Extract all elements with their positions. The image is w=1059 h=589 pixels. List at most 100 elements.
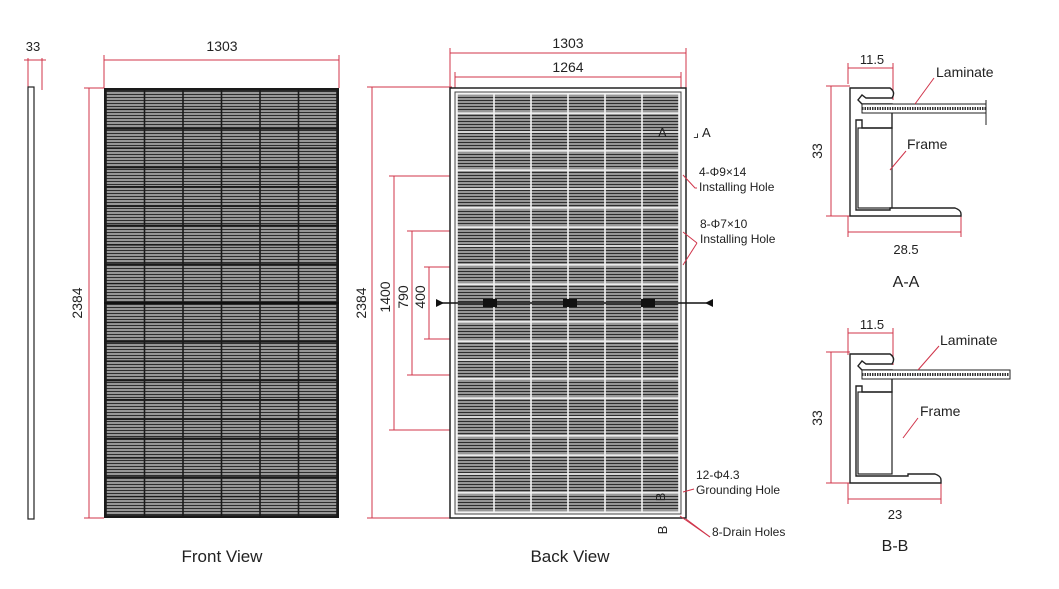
bb-frame-label: Frame [920,403,961,419]
back-cell [568,94,605,113]
spacing-400-label: 400 [412,285,428,309]
back-cell [494,436,531,455]
front-cell [183,284,221,303]
drain-leader-b [685,518,711,538]
back-cell [457,417,494,436]
aa-frame-leader [889,150,907,171]
bb-frame-leader [902,417,919,439]
front-cell [145,148,183,167]
front-cell [145,226,183,245]
installing-hole-2-leader-b [682,242,698,266]
aa-title: A-A [893,274,920,291]
back-cell [457,284,494,303]
back-cell [457,360,494,379]
back-cell [568,132,605,151]
back-cell [494,474,531,493]
cable-connector-right [705,299,713,307]
back-cell [642,474,679,493]
section-aa: 11.5 33 28.5 Laminate Frame A-A [809,52,994,291]
front-cell [183,110,221,128]
aa-frame-label: Frame [907,136,948,152]
installing-hole-2-spec: 8-Φ7×10 [700,217,748,231]
back-cell [531,303,568,322]
front-cell [299,439,337,458]
junction-box-2 [563,299,577,307]
back-cell [605,227,642,246]
back-cell [531,208,568,227]
front-cell [106,497,144,516]
front-height-label: 2384 [69,287,85,318]
back-cell [568,493,605,512]
back-cell [494,360,531,379]
back-cell [457,493,494,512]
back-cell [605,398,642,417]
front-cell [222,342,260,361]
back-cell [605,379,642,398]
back-cell [494,151,531,170]
front-cell [145,265,183,283]
back-cell [531,322,568,341]
grounding-spec: 12-Φ4.3 [696,468,740,482]
front-cell [222,323,260,341]
back-cell [531,493,568,512]
front-cell [183,400,221,419]
back-cell [531,113,568,132]
back-cell [494,208,531,227]
front-cell [106,206,144,225]
front-cell [106,342,144,361]
front-cell [260,497,298,516]
front-cell [299,110,337,128]
back-cell [642,398,679,417]
aa-bottom-width-label: 28.5 [893,242,918,257]
front-cell [183,168,221,187]
front-cell [260,439,298,458]
back-cell [457,303,494,322]
front-cell [183,245,221,264]
front-cell [145,458,183,477]
back-outer-width-label: 1303 [552,35,583,51]
back-cell [568,455,605,474]
back-cell [531,246,568,265]
grounding-leader [682,488,695,493]
back-cell [568,284,605,303]
back-cell [568,208,605,227]
back-cell [457,189,494,208]
back-height-label: 2384 [353,287,369,318]
front-cell [222,419,260,438]
bb-top-width-label: 11.5 [860,317,884,332]
back-cell [605,284,642,303]
back-cell [568,398,605,417]
front-cell [299,90,337,109]
front-cell [260,303,298,322]
front-cell [260,90,298,109]
front-cell [222,303,260,322]
back-cell [642,151,679,170]
back-cell [457,113,494,132]
back-cell [494,284,531,303]
front-cell [222,497,260,516]
back-cell [568,265,605,284]
side-view: 33 [24,39,46,520]
back-cell [494,398,531,417]
back-cell [642,379,679,398]
back-cell [531,151,568,170]
back-view-title: Back View [530,547,610,566]
back-cell [494,227,531,246]
front-cell [145,206,183,225]
section-bb: 11.5 33 23 Laminate Frame B-B [809,317,1011,555]
back-cell [494,303,531,322]
back-cell [457,436,494,455]
back-cell [494,493,531,512]
front-cell [260,381,298,400]
back-cell [457,341,494,360]
front-cell [106,400,144,419]
back-cell [494,113,531,132]
back-cell [642,265,679,284]
front-cell [183,361,221,380]
back-cell [642,303,679,322]
section-b-marker: B [653,493,668,502]
front-cell [106,284,144,303]
front-cell [222,439,260,458]
front-cell [106,110,144,128]
front-cell [260,187,298,206]
